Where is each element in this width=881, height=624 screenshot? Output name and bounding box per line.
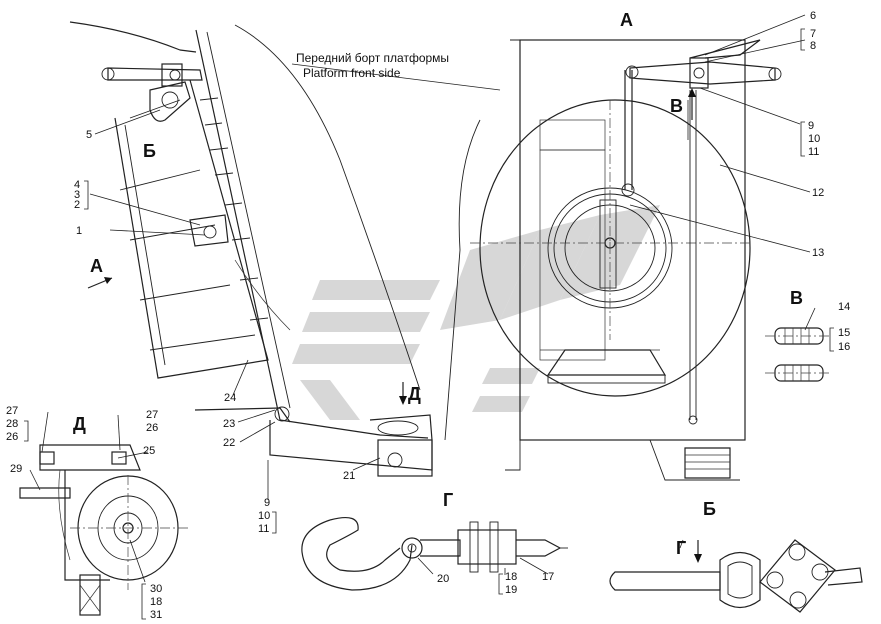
view-arrows xyxy=(87,88,702,563)
detail-g-hook xyxy=(301,517,568,591)
detail-b-clamp xyxy=(609,539,863,613)
callout-23: 23 xyxy=(223,418,235,430)
callout-11b: 11 xyxy=(258,523,269,535)
view-label-g-detail: Г xyxy=(443,490,453,510)
caption-ru: Передний борт платформы xyxy=(296,51,449,65)
callout-30: 30 xyxy=(150,583,162,595)
callout-25: 25 xyxy=(143,445,155,457)
callout-27b: 27 xyxy=(146,409,158,421)
callout-15: 15 xyxy=(838,327,850,339)
callout-26a: 26 xyxy=(6,431,18,443)
callout-8: 8 xyxy=(810,40,816,52)
callout-1: 1 xyxy=(76,225,82,237)
callout-21: 21 xyxy=(343,470,355,482)
callout-9: 9 xyxy=(808,120,814,132)
callout-9b: 9 xyxy=(264,497,270,509)
callout-24: 24 xyxy=(224,392,236,404)
view-label-b-upper: Б xyxy=(143,141,156,161)
spare-wheel-holder xyxy=(470,39,782,481)
detail-v-bolts xyxy=(765,327,830,382)
callout-7: 7 xyxy=(810,28,816,40)
callout-31: 31 xyxy=(150,609,162,621)
callout-12: 12 xyxy=(812,187,824,199)
callout-11: 11 xyxy=(808,146,819,158)
view-label-b-lower: Б xyxy=(703,499,716,519)
view-label-d-detail: Д xyxy=(73,414,86,434)
platform-outline-curve xyxy=(234,24,421,391)
callout-5: 5 xyxy=(86,129,92,141)
callout-22: 22 xyxy=(223,437,235,449)
callout-numbers: 5 4 3 2 1 6 7 8 9 10 11 12 13 14 15 16 1… xyxy=(6,10,850,621)
view-label-g-arrow: Г xyxy=(676,538,686,558)
view-label-d-arrow: Д xyxy=(408,384,421,404)
callout-3: 3 xyxy=(74,189,80,201)
callout-19: 19 xyxy=(505,584,517,596)
view-label-a-main: А xyxy=(620,10,633,30)
callout-27a: 27 xyxy=(6,405,18,417)
callout-20: 20 xyxy=(437,573,449,585)
leader-lines xyxy=(29,14,816,583)
callout-18: 18 xyxy=(505,571,517,583)
callout-26b: 26 xyxy=(146,422,158,434)
callout-2: 2 xyxy=(74,199,80,211)
callout-brackets xyxy=(24,28,834,620)
callout-18b: 18 xyxy=(150,596,162,608)
callout-6: 6 xyxy=(810,10,816,22)
callout-10b: 10 xyxy=(258,510,270,522)
platform-rear-curve xyxy=(444,119,481,441)
view-label-v-detail: В xyxy=(790,288,803,308)
callout-10: 10 xyxy=(808,133,820,145)
view-label-a-arrow: А xyxy=(90,256,103,276)
callout-14: 14 xyxy=(838,301,850,313)
side-board-assembly xyxy=(69,21,433,477)
callout-29: 29 xyxy=(10,463,22,475)
callout-16: 16 xyxy=(838,341,850,353)
view-label-v-arrow: В xyxy=(670,96,683,116)
callout-17: 17 xyxy=(542,571,554,583)
watermark-logo xyxy=(292,205,660,420)
caption-en: Platform front side xyxy=(303,66,401,80)
callout-28: 28 xyxy=(6,418,18,430)
detail-d-drawing xyxy=(19,444,190,616)
callout-4: 4 xyxy=(74,179,80,191)
callout-13: 13 xyxy=(812,247,824,259)
